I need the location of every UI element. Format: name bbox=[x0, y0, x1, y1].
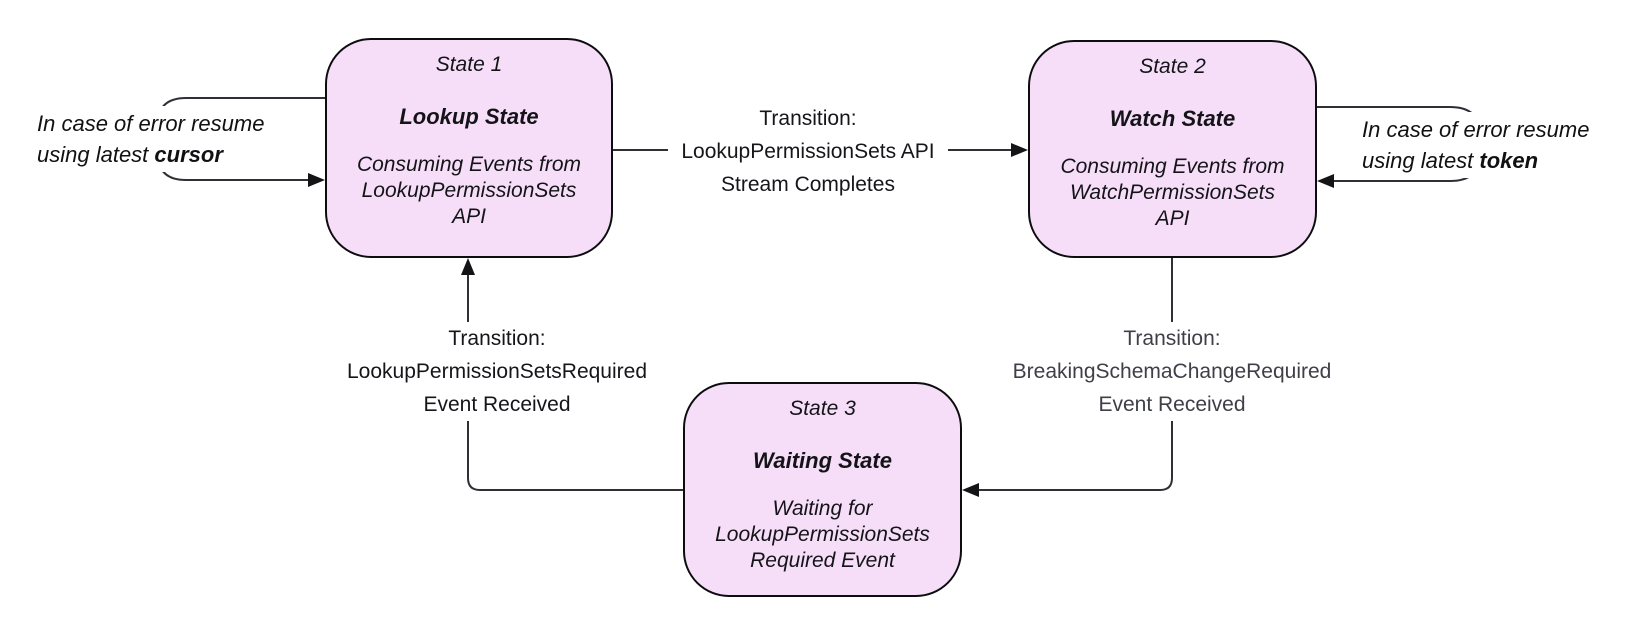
state-name: Waiting State bbox=[753, 448, 892, 473]
error-resume-line: using latest cursor bbox=[37, 142, 223, 167]
error-resume-keyword: cursor bbox=[154, 142, 223, 167]
transition-label-line: Event Received bbox=[1098, 393, 1246, 416]
transition-label-watch-to-waiting: Transition: BreakingSchemaChangeRequired… bbox=[1002, 322, 1342, 421]
state-title: State 1 bbox=[435, 53, 503, 76]
state-name: Lookup State bbox=[399, 104, 539, 129]
state-description-line: API bbox=[452, 205, 486, 228]
arrowhead-right-icon bbox=[308, 173, 325, 187]
transition-label-lookup-to-watch: Transition: LookupPermissionSets API Str… bbox=[668, 102, 948, 201]
arrowhead-left-icon bbox=[1317, 174, 1334, 188]
arrowhead-up-icon bbox=[461, 258, 475, 275]
error-resume-line: In case of error resume bbox=[1362, 117, 1590, 142]
state-description-line: Consuming Events from bbox=[356, 153, 582, 176]
state-description-line: Required Event bbox=[750, 549, 895, 572]
state-name: Watch State bbox=[1109, 106, 1236, 131]
state-title: State 3 bbox=[789, 397, 856, 420]
transition-label-line: Transition: bbox=[759, 107, 857, 130]
state-description-line: LookupPermissionSets bbox=[715, 523, 930, 546]
state-description-line: Consuming Events from bbox=[1060, 155, 1285, 178]
state-description: Consuming Events from LookupPermissionSe… bbox=[357, 152, 581, 230]
state-description-line: LookupPermissionSets bbox=[361, 179, 577, 202]
transition-label-waiting-to-lookup: Transition: LookupPermissionSetsRequired… bbox=[327, 322, 667, 421]
state-title: State 2 bbox=[1139, 55, 1206, 78]
state-node-watch: State 2 Watch State Consuming Events fro… bbox=[1028, 40, 1317, 258]
transition-label-line: Transition: bbox=[448, 327, 546, 350]
error-resume-line: In case of error resume bbox=[37, 111, 265, 136]
state-description-line: Waiting for bbox=[772, 497, 873, 520]
error-resume-line: using latest token bbox=[1362, 148, 1539, 173]
state-node-lookup: State 1 Lookup State Consuming Events fr… bbox=[325, 38, 613, 258]
state-description-line: API bbox=[1155, 207, 1190, 230]
transition-label-line: LookupPermissionSets API bbox=[681, 140, 935, 163]
state-description: Waiting for LookupPermissionSets Require… bbox=[715, 496, 930, 574]
transition-label-line: LookupPermissionSetsRequired bbox=[347, 360, 647, 383]
error-resume-keyword: token bbox=[1479, 148, 1539, 173]
arrowhead-left-icon bbox=[962, 483, 979, 497]
arrowhead-right-icon bbox=[1011, 143, 1028, 157]
error-resume-label-lookup: In case of error resume using latest cur… bbox=[33, 106, 269, 172]
transition-label-line: Stream Completes bbox=[721, 173, 895, 196]
transition-label-line: Event Received bbox=[423, 393, 571, 416]
transition-label-line: Transition: bbox=[1123, 327, 1221, 350]
connector-waiting-to-lookup bbox=[461, 258, 683, 491]
transition-label-line: BreakingSchemaChangeRequired bbox=[1012, 360, 1332, 383]
state-description: Consuming Events from WatchPermissionSet… bbox=[1060, 154, 1284, 232]
connector-watch-to-waiting bbox=[962, 258, 1173, 497]
state-node-waiting: State 3 Waiting State Waiting for Lookup… bbox=[683, 382, 962, 597]
state-description-line: WatchPermissionSets bbox=[1069, 181, 1276, 204]
error-resume-label-watch: In case of error resume using latest tok… bbox=[1358, 112, 1594, 178]
